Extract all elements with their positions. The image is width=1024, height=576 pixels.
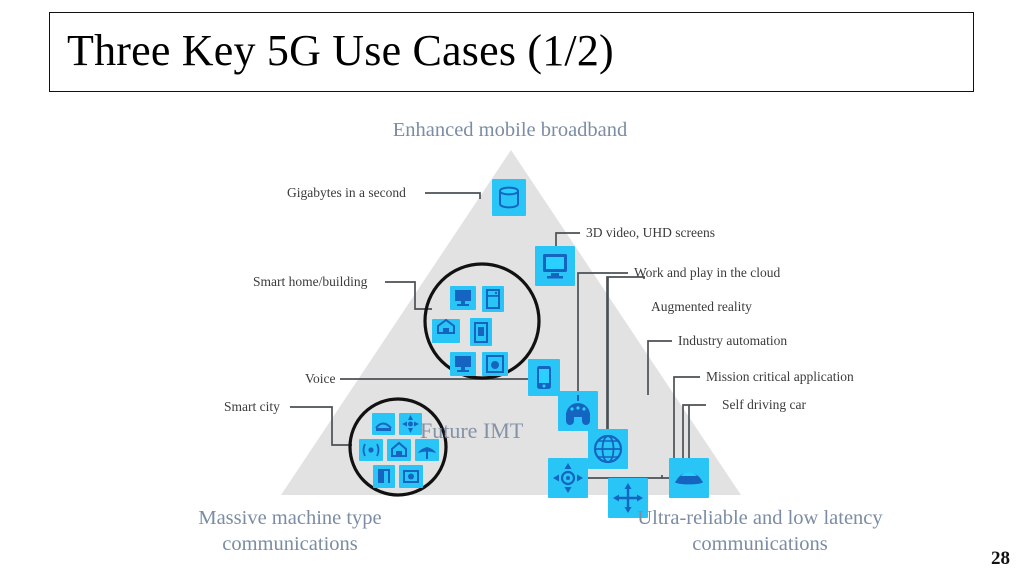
cluster-upper-icons[interactable] <box>432 286 508 376</box>
page-number: 28 <box>991 548 1010 569</box>
icon-signal-wave <box>359 439 383 461</box>
urllc-line-1: Ultra-reliable and low latency <box>637 507 883 529</box>
connector-lines-left <box>290 192 528 446</box>
urllc-line-2: communications <box>692 533 828 555</box>
callout-label-3d-video-uhd-screens: 3D video, UHD screens <box>586 225 715 240</box>
callout-label-voice: Voice <box>305 371 336 386</box>
icon-tv <box>450 352 476 376</box>
icon-house <box>432 318 460 343</box>
corner-label-massive-machine-type: Massive machine type communications <box>110 505 470 557</box>
icon-building <box>470 318 492 346</box>
icon-car[interactable] <box>669 458 709 498</box>
callout-label-smart-home-building: Smart home/building <box>253 274 368 289</box>
icon-smartphone[interactable] <box>528 359 560 396</box>
icon-house-small <box>387 439 411 461</box>
page-title: Three Key 5G Use Cases (1/2) <box>67 26 614 75</box>
cluster-circle-upper <box>423 262 541 380</box>
icon-bridge <box>372 413 395 435</box>
use-case-triangle-diagram <box>281 150 741 518</box>
corner-label-ultra-reliable-low-latency: Ultra-reliable and low latency communica… <box>545 505 975 557</box>
callout-label-mission-critical-application: Mission critical application <box>706 369 854 384</box>
callout-label-industry-automation: Industry automation <box>678 333 788 348</box>
icon-four-arrows[interactable] <box>608 478 648 518</box>
cluster-lower-icons[interactable] <box>359 413 439 488</box>
icon-monitor[interactable] <box>535 246 575 286</box>
callout-label-work-and-play-in-the-cloud: Work and play in the cloud <box>634 265 781 280</box>
icon-appliance <box>482 286 504 312</box>
mmtc-line-2: communications <box>222 533 358 555</box>
icon-tree-antenna <box>415 439 439 461</box>
mmtc-line-1: Massive machine type <box>198 507 382 529</box>
icon-door <box>373 465 395 488</box>
corner-label-enhanced-mobile-broadband: Enhanced mobile broadband <box>392 119 628 141</box>
icon-robot-node[interactable] <box>548 458 588 498</box>
icon-globe[interactable] <box>588 429 628 469</box>
cluster-circle-lower <box>348 397 448 497</box>
callout-label-smart-city: Smart city <box>224 399 280 414</box>
triangle-shape <box>281 150 741 495</box>
icon-fan-sensor <box>399 413 422 435</box>
icon-monitor-small <box>450 286 476 310</box>
center-label-future-imt: Future IMT <box>420 418 524 443</box>
callout-label-augmented-reality: Augmented reality <box>651 299 752 314</box>
icon-camera <box>399 465 423 488</box>
callout-label-self-driving-car: Self driving car <box>722 397 806 412</box>
diagram-stage: Enhanced mobile broadband Massive machin… <box>0 95 1024 576</box>
icon-washer <box>482 352 508 376</box>
slide-title-box: Three Key 5G Use Cases (1/2) <box>49 12 974 92</box>
callout-label-gigabytes-in-a-second: Gigabytes in a second <box>287 185 406 200</box>
icon-vr-headset[interactable] <box>558 391 598 431</box>
icon-database-cylinder[interactable] <box>492 179 526 216</box>
